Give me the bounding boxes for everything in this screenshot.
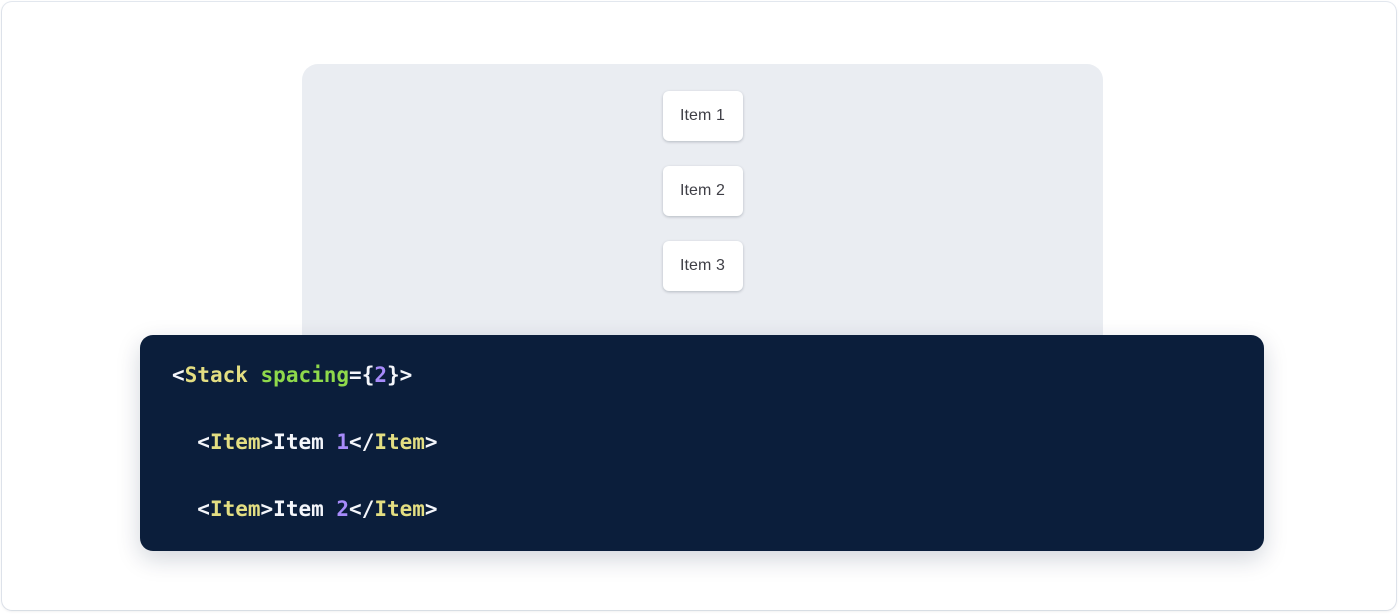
code-token-punct: > (260, 430, 274, 454)
code-token-text: Item (273, 430, 337, 454)
code-token-text: Item (273, 497, 337, 521)
code-snippet-block: <Stack spacing={2}> <Item>Item 1</Item> … (140, 335, 1264, 551)
code-token-attr: spacing (260, 363, 350, 387)
code-token-num: 1 (336, 430, 350, 454)
code-line: <Item>Item 1</Item> (172, 426, 1232, 460)
code-token-punct: </ (349, 497, 375, 521)
code-token-punct: }> (387, 363, 413, 387)
code-token-punct: > (424, 497, 438, 521)
code-line: <Stack spacing={2}> (172, 359, 1232, 393)
code-token-punct (248, 363, 261, 387)
code-token-punct: </ (349, 430, 375, 454)
code-token-tag: Item (209, 497, 261, 521)
code-token-punct: > (424, 430, 438, 454)
code-token-tag: Item (209, 430, 261, 454)
code-token-punct: ={ (349, 363, 375, 387)
code-token-punct: > (260, 497, 274, 521)
code-token-punct: < (172, 497, 210, 521)
code-token-tag: Item (374, 497, 425, 521)
code-token-num: 2 (374, 363, 387, 387)
code-token-tag: Item (374, 430, 425, 454)
stack-item[interactable]: Item 2 (662, 166, 743, 216)
stack-item[interactable]: Item 3 (662, 241, 743, 291)
stack-item[interactable]: Item 1 (662, 91, 743, 141)
code-token-punct: < (172, 430, 210, 454)
code-token-num: 2 (336, 497, 350, 521)
code-token-tag: Stack (184, 363, 248, 387)
stack-container: Item 1 Item 2 Item 3 (302, 64, 1103, 291)
code-snippet: <Stack spacing={2}> <Item>Item 1</Item> … (172, 359, 1232, 551)
code-token-punct: < (172, 363, 185, 387)
code-line: <Item>Item 2</Item> (172, 493, 1232, 527)
